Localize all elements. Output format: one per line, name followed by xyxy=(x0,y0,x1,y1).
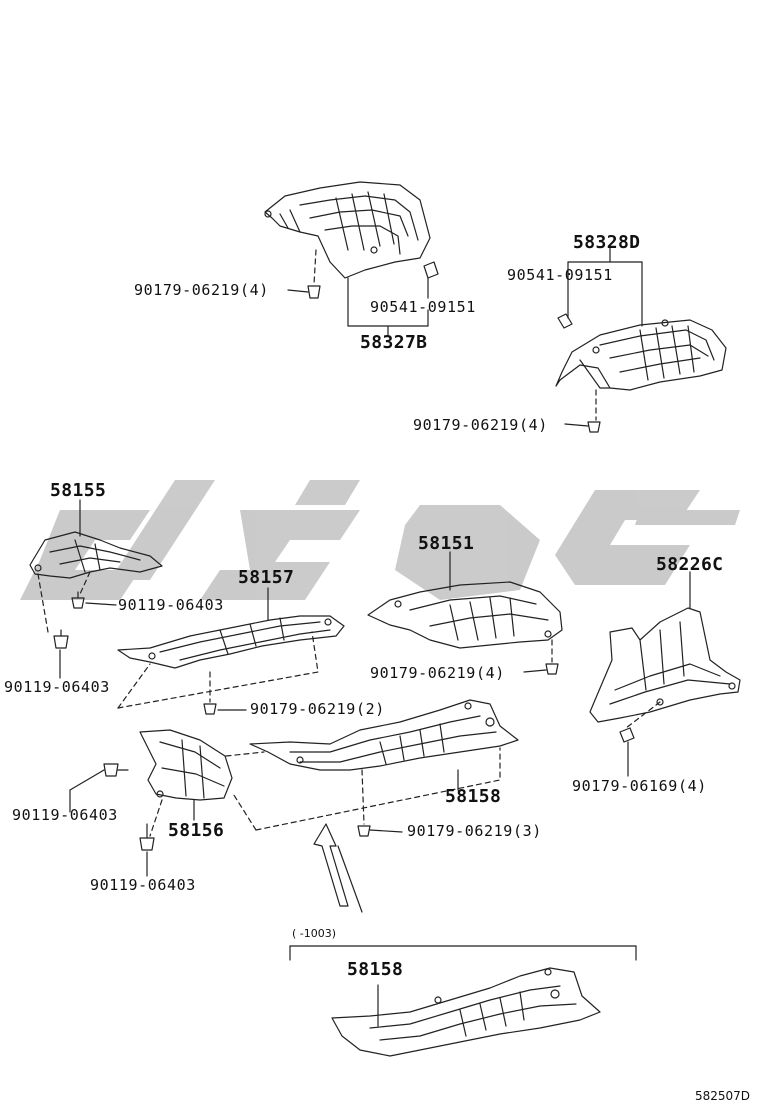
label-90119-06403-a: 90119-06403 xyxy=(118,596,224,614)
label-58151: 58151 xyxy=(418,533,475,554)
label-90541-09151-b: 90541-09151 xyxy=(507,266,613,284)
label-90179-06219-3: 90179-06219(3) xyxy=(407,822,542,840)
label-90119-06403-b: 90119-06403 xyxy=(4,678,110,696)
label-90119-06403-c: 90119-06403 xyxy=(12,806,118,824)
label-90179-06219-4-a: 90179-06219(4) xyxy=(134,281,269,299)
range-note: ( -1003) xyxy=(292,927,337,940)
watermark-logo xyxy=(20,480,740,600)
label-58327b: 58327B xyxy=(360,332,428,353)
label-90541-09151-a: 90541-09151 xyxy=(370,298,476,316)
label-58155: 58155 xyxy=(50,480,107,501)
heat-insulator-58155 xyxy=(29,531,163,579)
label-90179-06219-2: 90179-06219(2) xyxy=(250,700,385,718)
label-90179-06219-4-b: 90179-06219(4) xyxy=(413,416,548,434)
heat-insulator-58151 xyxy=(367,581,563,649)
label-58328d: 58328D xyxy=(573,232,641,253)
heat-insulator-58158-upper xyxy=(249,699,519,771)
label-90179-06169-4: 90179-06169(4) xyxy=(572,777,707,795)
leader-lines xyxy=(59,247,691,1027)
heat-insulator-58158-lower xyxy=(331,967,601,1057)
diagram-code: 582507D xyxy=(695,1089,751,1103)
dashed-lines xyxy=(37,249,661,837)
label-58156: 58156 xyxy=(168,820,225,841)
view-arrow xyxy=(313,823,363,913)
heat-insulator-58157 xyxy=(117,615,345,669)
heat-insulator-58156 xyxy=(139,729,233,801)
label-90119-06403-d: 90119-06403 xyxy=(90,876,196,894)
label-58158-upper: 58158 xyxy=(445,786,502,807)
label-58226c: 58226C xyxy=(656,554,724,575)
label-90179-06219-4-c: 90179-06219(4) xyxy=(370,664,505,682)
heat-insulator-58328d xyxy=(555,319,727,391)
label-58157: 58157 xyxy=(238,567,295,588)
heat-insulator-58226c xyxy=(589,607,741,723)
heat-insulator-58327b xyxy=(264,181,431,279)
label-58158-lower: 58158 xyxy=(347,959,404,980)
fastener-glyphs xyxy=(53,261,635,851)
